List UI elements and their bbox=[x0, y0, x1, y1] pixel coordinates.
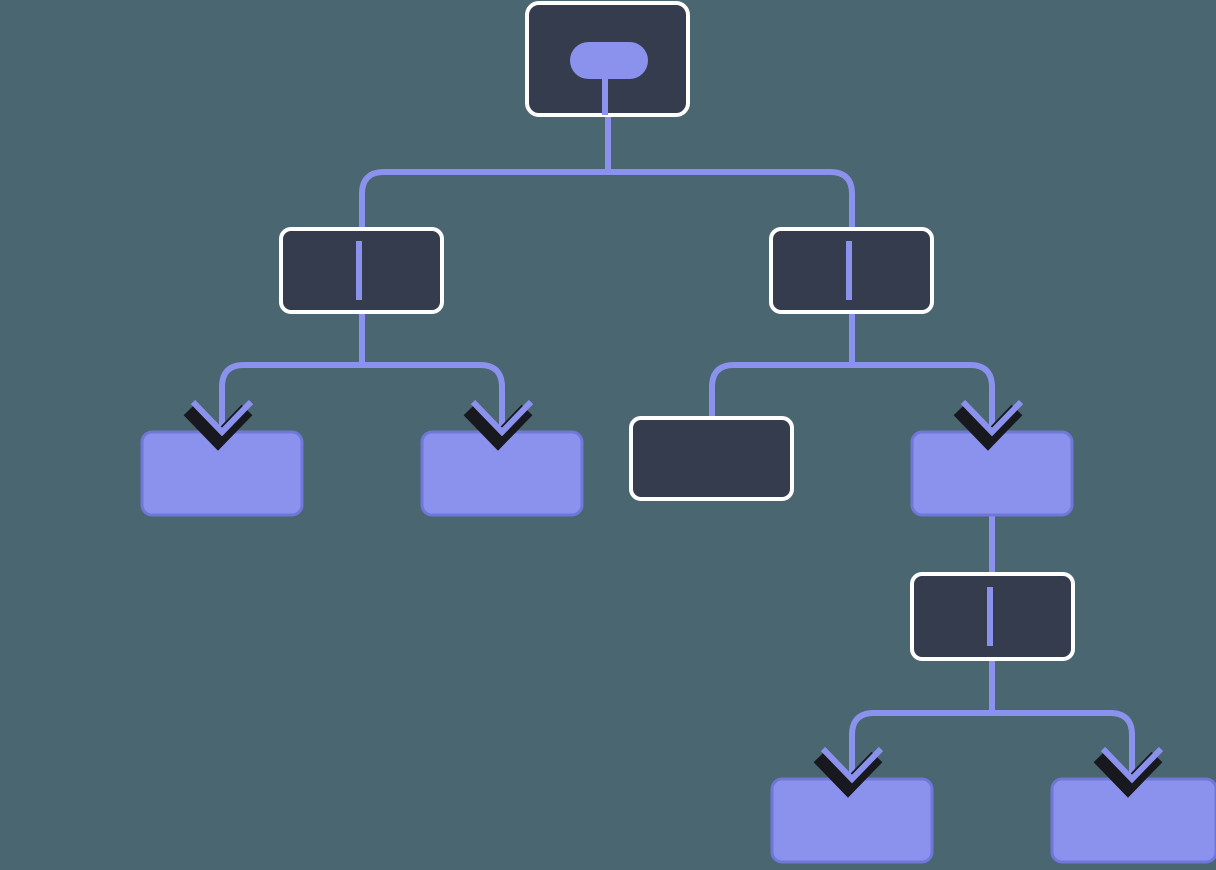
root-node[interactable] bbox=[525, 1, 690, 117]
arrowhead-chevron bbox=[1100, 746, 1164, 784]
edge-root-to-level2-right bbox=[608, 169, 855, 229]
arrowhead-chevron bbox=[470, 399, 534, 437]
chevron-down-arrowhead bbox=[813, 746, 884, 798]
node-body-dark bbox=[629, 416, 794, 501]
chevron-down-arrowhead bbox=[183, 399, 254, 451]
level2-right-node[interactable] bbox=[769, 227, 934, 314]
chevron-down-arrowhead bbox=[1093, 746, 1164, 798]
chevron-down-arrowhead bbox=[463, 399, 534, 451]
edge-to-leaf-bottom-b bbox=[992, 710, 1135, 777]
edge-to-accent-node-right-b bbox=[852, 362, 995, 430]
edge-to-leaf-left-b bbox=[362, 362, 505, 430]
level4-dark-node[interactable] bbox=[910, 572, 1075, 661]
nodes-layer bbox=[140, 1, 1216, 864]
level2-left-node[interactable] bbox=[279, 227, 444, 314]
edge-to-dark-node-right-a bbox=[709, 362, 852, 418]
node-pill-badge bbox=[570, 42, 648, 79]
edges-layer bbox=[219, 115, 1135, 777]
edge-to-leaf-left-a bbox=[219, 362, 362, 430]
edge-root-to-level2-left bbox=[359, 169, 608, 229]
dark-node-right-a[interactable] bbox=[629, 416, 794, 501]
arrowhead-chevron bbox=[960, 399, 1024, 437]
arrowheads-layer bbox=[183, 399, 1164, 798]
edge-to-leaf-bottom-a bbox=[849, 710, 992, 777]
arrowhead-chevron bbox=[820, 746, 884, 784]
arrowhead-chevron bbox=[190, 399, 254, 437]
chevron-down-arrowhead bbox=[953, 399, 1024, 451]
